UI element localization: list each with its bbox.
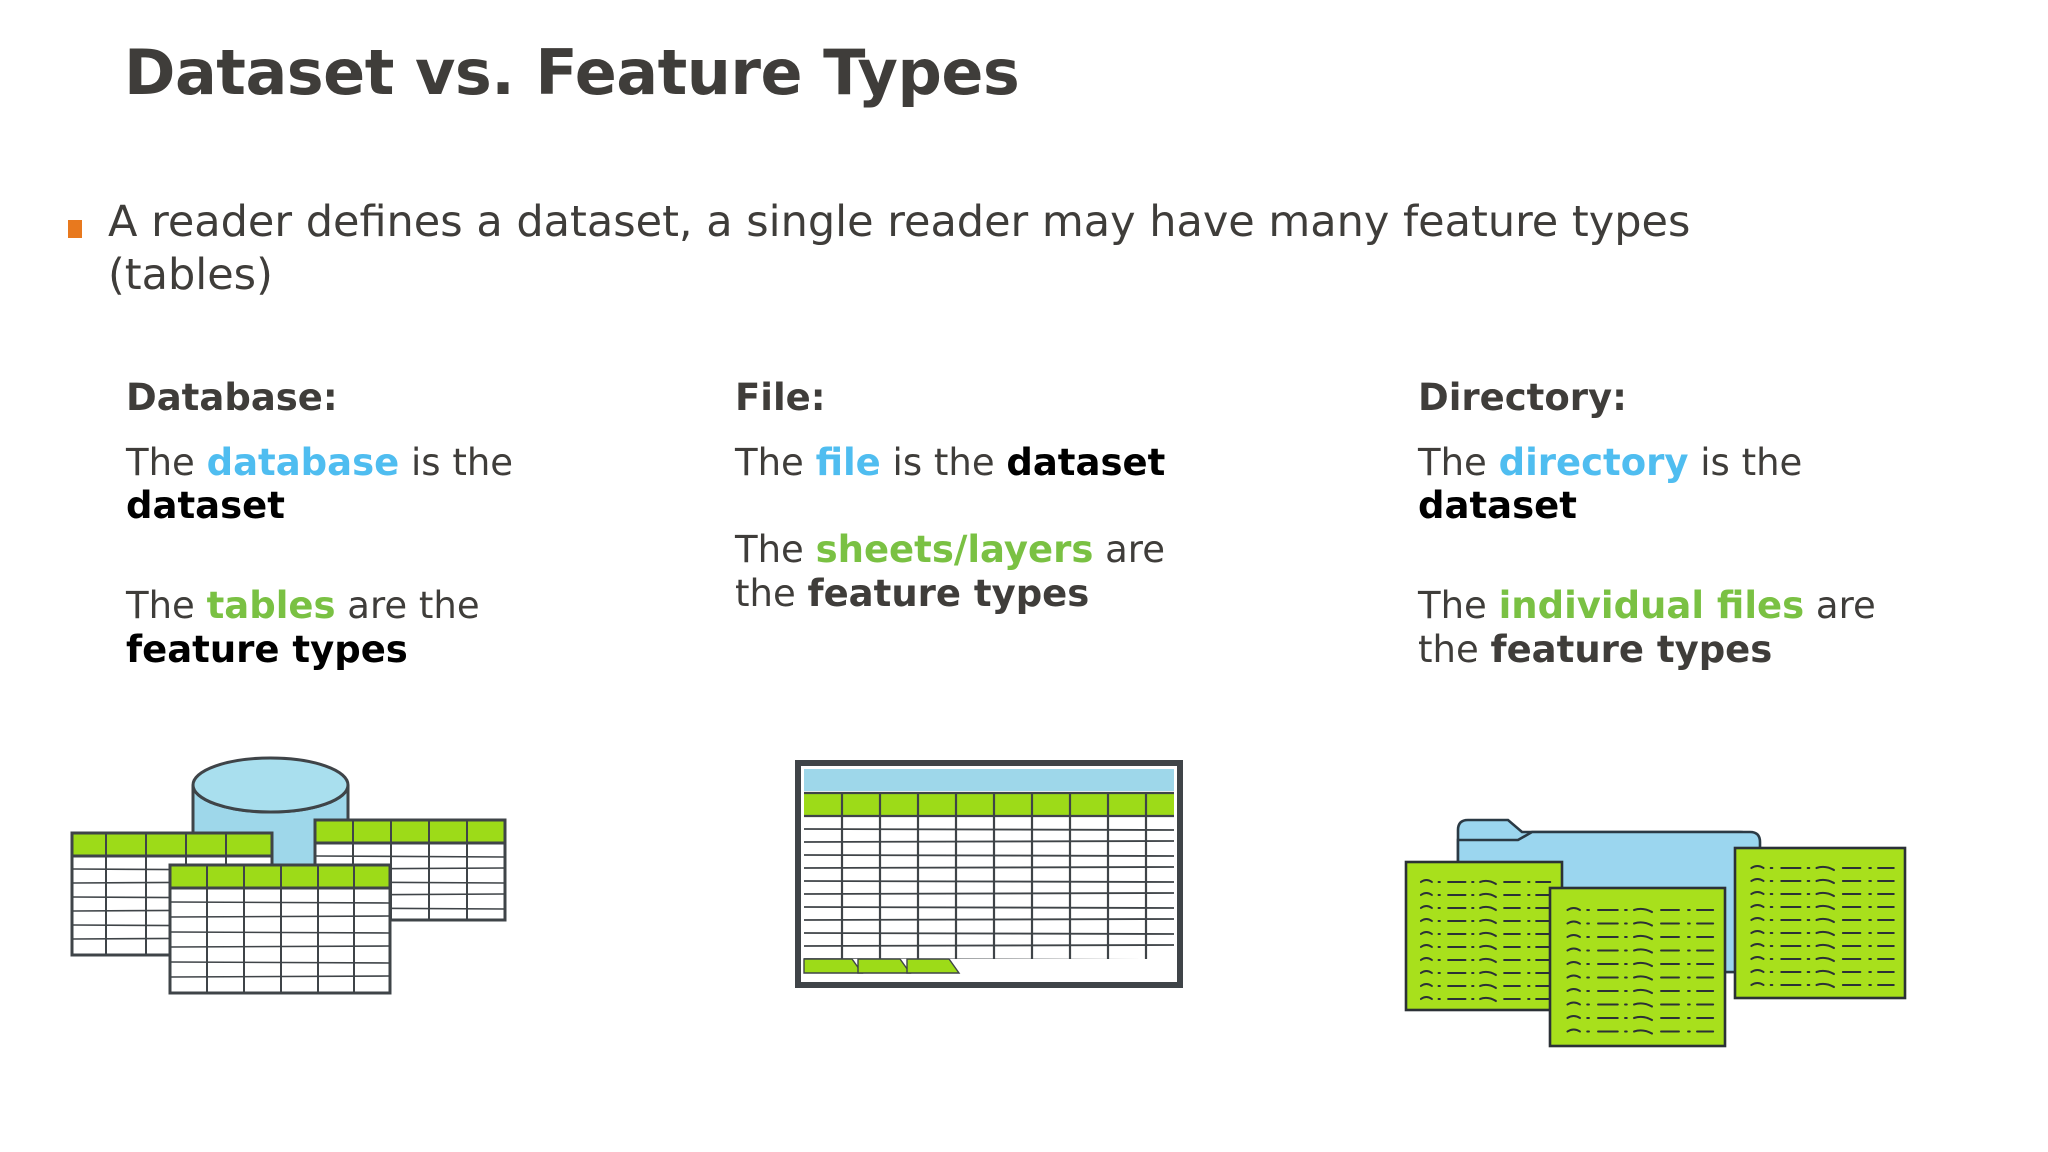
column-paragraph-2: The individual files are the feature typ… xyxy=(1418,584,1876,671)
document-left xyxy=(1404,860,1564,1012)
column-heading-directory: Directory: xyxy=(1418,376,1627,419)
keyword-green: tables xyxy=(206,584,336,627)
db-table-front xyxy=(168,863,392,995)
keyword-green: sheets/layers xyxy=(815,528,1094,572)
column-paragraph-1: The database is the dataset xyxy=(126,440,514,528)
keyword-black: dataset xyxy=(126,484,285,528)
column-database: Database: The database is the dataset Th… xyxy=(126,376,606,671)
keyword-black: feature types xyxy=(126,627,408,671)
spreadsheet-title-bar xyxy=(804,769,1174,791)
folder-with-documents-illustration xyxy=(1400,800,1920,1050)
column-paragraph-2: The tables are the feature types xyxy=(126,584,480,671)
keyword-dark: feature types xyxy=(1490,627,1773,671)
square-bullet-icon xyxy=(68,220,82,238)
keyword-blue: directory xyxy=(1498,440,1689,484)
spreadsheet-with-sheet-tabs-illustration xyxy=(795,760,1195,1000)
keyword-black: dataset xyxy=(1006,440,1166,484)
document-right xyxy=(1733,846,1907,1000)
db-table-back-right xyxy=(313,818,507,922)
database-cylinder-with-tables-illustration xyxy=(60,745,580,1005)
column-heading-file: File: xyxy=(735,376,826,419)
document-center xyxy=(1548,886,1727,1048)
column-directory: Directory: The directory is the dataset … xyxy=(1418,376,1938,671)
column-heading-database: Database: xyxy=(126,376,338,419)
page-title: Dataset vs. Feature Types xyxy=(124,36,1020,109)
bullet-row: A reader defines a dataset, a single rea… xyxy=(68,196,1948,303)
keyword-black: dataset xyxy=(1418,484,1577,528)
column-paragraph-1: The directory is the dataset xyxy=(1418,440,1803,528)
sheet-tabs xyxy=(803,958,961,974)
keyword-blue: database xyxy=(206,440,400,484)
keyword-dark: feature types xyxy=(807,572,1090,615)
column-file: File: The file is the dataset The sheets… xyxy=(735,376,1215,616)
keyword-blue: file xyxy=(815,440,881,484)
bullet-text: A reader defines a dataset, a single rea… xyxy=(108,197,1691,301)
column-paragraph-1: The file is the dataset xyxy=(735,440,1166,484)
spreadsheet-header-row xyxy=(804,793,1174,816)
keyword-green: individual files xyxy=(1498,584,1805,627)
column-paragraph-2: The sheets/layers are the feature types xyxy=(735,528,1165,615)
